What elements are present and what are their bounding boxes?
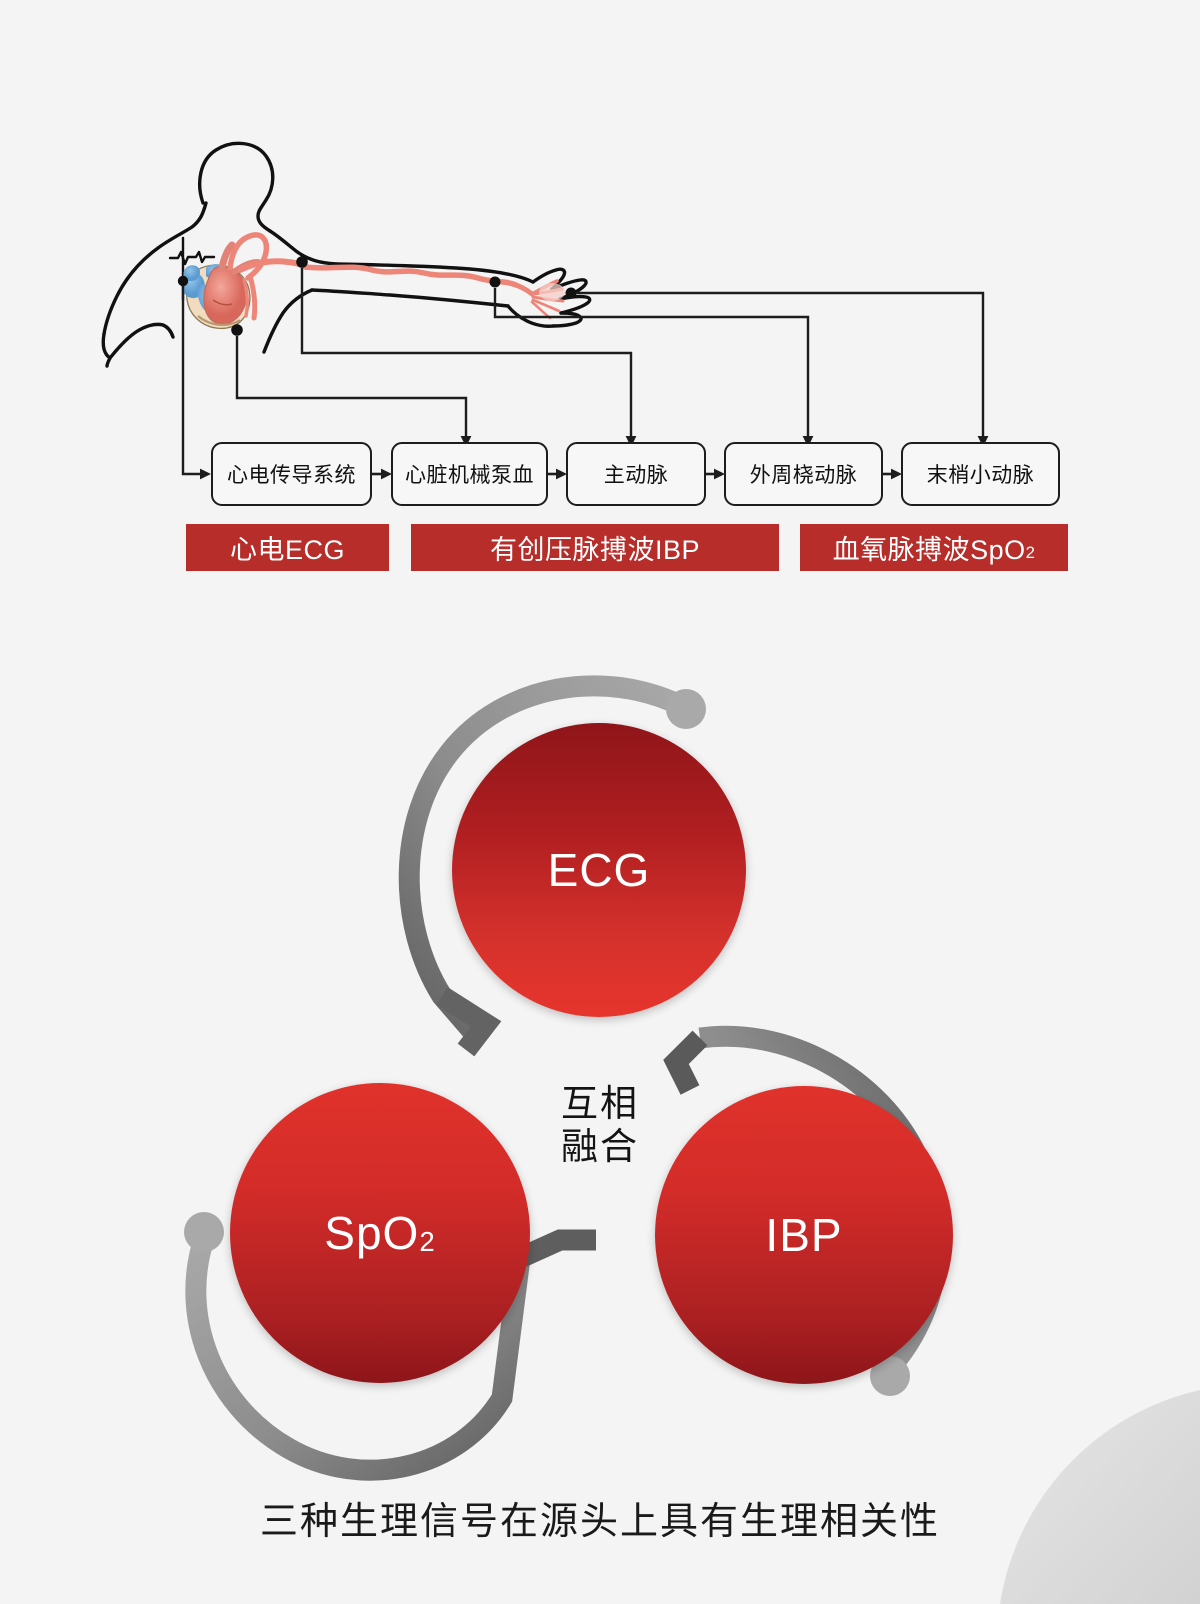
fusion-node-label: IBP xyxy=(765,1209,843,1261)
signal-bar-label: 心电ECG xyxy=(229,535,345,565)
arc-ecg-end-dot xyxy=(666,689,706,729)
dot-radial xyxy=(489,276,501,288)
page-caption: 三种生理信号在源头上具有生理相关性 xyxy=(0,1490,1200,1545)
heart-illustration xyxy=(181,241,261,329)
fusion-center-text: 互相 融合 xyxy=(548,1083,652,1169)
flow-box-4[interactable]: 末梢小动脉 xyxy=(901,442,1060,506)
flow-box-label: 心电传导系统 xyxy=(227,464,356,487)
flow-box-2[interactable]: 主动脉 xyxy=(566,442,706,506)
fusion-center-line2: 融合 xyxy=(561,1125,639,1167)
signal-bar-ecg[interactable]: 心电ECG xyxy=(186,524,389,571)
flow-arrows xyxy=(372,468,902,480)
connector-lines xyxy=(181,268,989,480)
human-body-outline xyxy=(101,141,592,368)
fusion-node-subscript: 2 xyxy=(419,1226,436,1258)
dot-fingertip xyxy=(565,287,577,299)
dot-heart xyxy=(231,324,243,336)
signal-bar-label: 血氧脉搏波SpO xyxy=(832,535,1026,565)
tap-point-dots xyxy=(177,256,577,336)
caption-text: 三种生理信号在源头上具有生理相关性 xyxy=(259,1501,940,1543)
fusion-node-label: ECG xyxy=(547,844,651,896)
corner-decoration xyxy=(1000,1390,1200,1604)
fusion-node-ibp[interactable]: IBP xyxy=(655,1086,953,1384)
arc-ibp-end-dot xyxy=(870,1356,910,1396)
fusion-node-label: SpO xyxy=(324,1207,420,1259)
signal-bar-subscript: 2 xyxy=(1025,543,1036,563)
arc-spo2-end-dot xyxy=(184,1212,224,1252)
arc-ecg xyxy=(398,675,706,1057)
dot-aorta xyxy=(296,256,308,268)
dot-ecg xyxy=(177,275,189,287)
fusion-center-line1: 互相 xyxy=(561,1083,639,1124)
flow-box-label: 心脏机械泵血 xyxy=(405,464,534,487)
flow-box-1[interactable]: 心脏机械泵血 xyxy=(391,442,548,506)
fusion-node-ecg[interactable]: ECG xyxy=(452,723,746,1017)
signal-bar-ibp[interactable]: 有创压脉搏波IBP xyxy=(411,524,779,571)
signal-bar-label: 有创压脉搏波IBP xyxy=(489,535,701,565)
arc-spo2 xyxy=(184,1212,596,1481)
flow-box-0[interactable]: 心电传导系统 xyxy=(211,442,372,506)
flow-box-label: 末梢小动脉 xyxy=(926,464,1035,487)
flow-box-3[interactable]: 外周桡动脉 xyxy=(724,442,883,506)
flow-box-label: 主动脉 xyxy=(603,464,669,487)
flow-box-label: 外周桡动脉 xyxy=(749,464,858,487)
